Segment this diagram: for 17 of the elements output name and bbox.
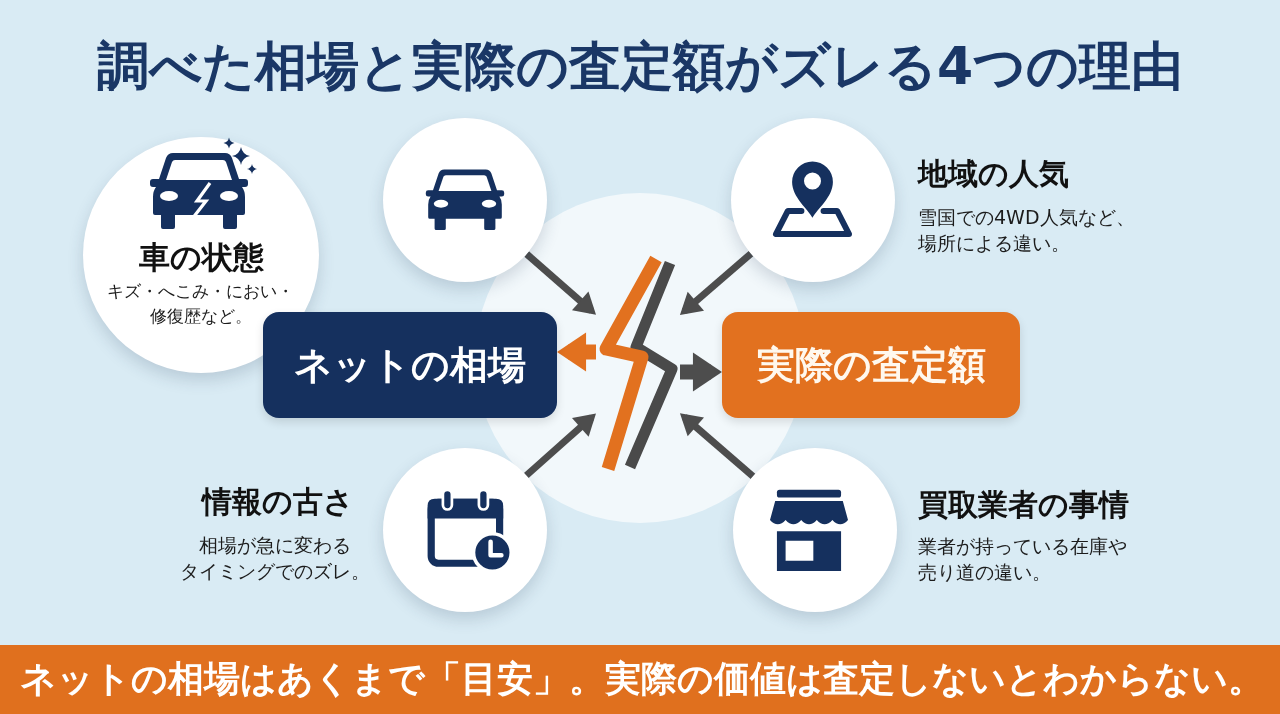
arrow xyxy=(557,332,596,372)
arrow xyxy=(679,250,754,315)
arrow xyxy=(523,413,596,479)
side-text: 相場が急に変わるタイミングでのズレ。 xyxy=(180,533,370,584)
arrow xyxy=(679,413,756,479)
side-text: 雪国での4WD人気など、場所による違い。 xyxy=(918,205,1135,256)
side-heading: 情報の古さ xyxy=(202,483,354,521)
label-box: 実際の査定額 xyxy=(722,312,1020,418)
arrow xyxy=(524,251,596,315)
title: 調べた相場と実際の査定額がズレる4つの理由 xyxy=(96,35,1184,98)
arrow xyxy=(680,352,722,392)
footer-band: ネットの相場はあくまで「目安」。実際の価値は査定しないとわからない。 xyxy=(0,645,1280,714)
circle-heading: 車の状態 xyxy=(138,238,264,277)
label-box: ネットの相場 xyxy=(263,312,557,418)
side-text: 業者が持っている在庫や売り道の違い。 xyxy=(918,534,1128,585)
side-heading: 地域の人気 xyxy=(918,155,1069,193)
side-heading: 買取業者の事情 xyxy=(918,486,1129,524)
